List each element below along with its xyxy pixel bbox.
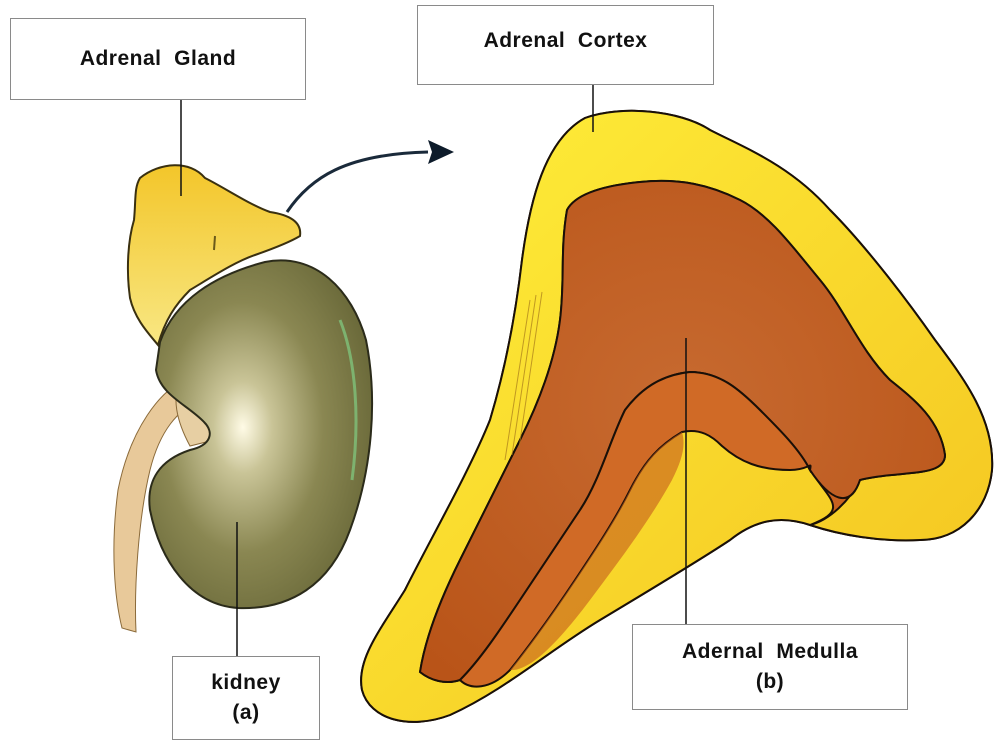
label-adrenal-medulla-sub: (b)	[756, 667, 784, 697]
kidney-illustration	[114, 140, 454, 632]
label-adrenal-cortex: Adrenal Cortex	[417, 5, 714, 85]
label-adrenal-gland-text: Adrenal Gland	[80, 44, 236, 74]
gland-mark	[214, 236, 215, 250]
label-adrenal-medulla: Adernal Medulla (b)	[632, 624, 908, 710]
connector-arrow	[287, 152, 428, 212]
arrow-head-icon	[428, 140, 454, 164]
label-kidney-text: kidney	[211, 668, 281, 698]
label-adrenal-cortex-text: Adrenal Cortex	[484, 26, 648, 56]
label-adrenal-medulla-text: Adernal Medulla	[682, 637, 858, 667]
label-kidney: kidney (a)	[172, 656, 320, 740]
kidney	[149, 260, 372, 608]
label-adrenal-gland: Adrenal Gland	[10, 18, 306, 100]
label-kidney-sub: (a)	[232, 698, 259, 728]
